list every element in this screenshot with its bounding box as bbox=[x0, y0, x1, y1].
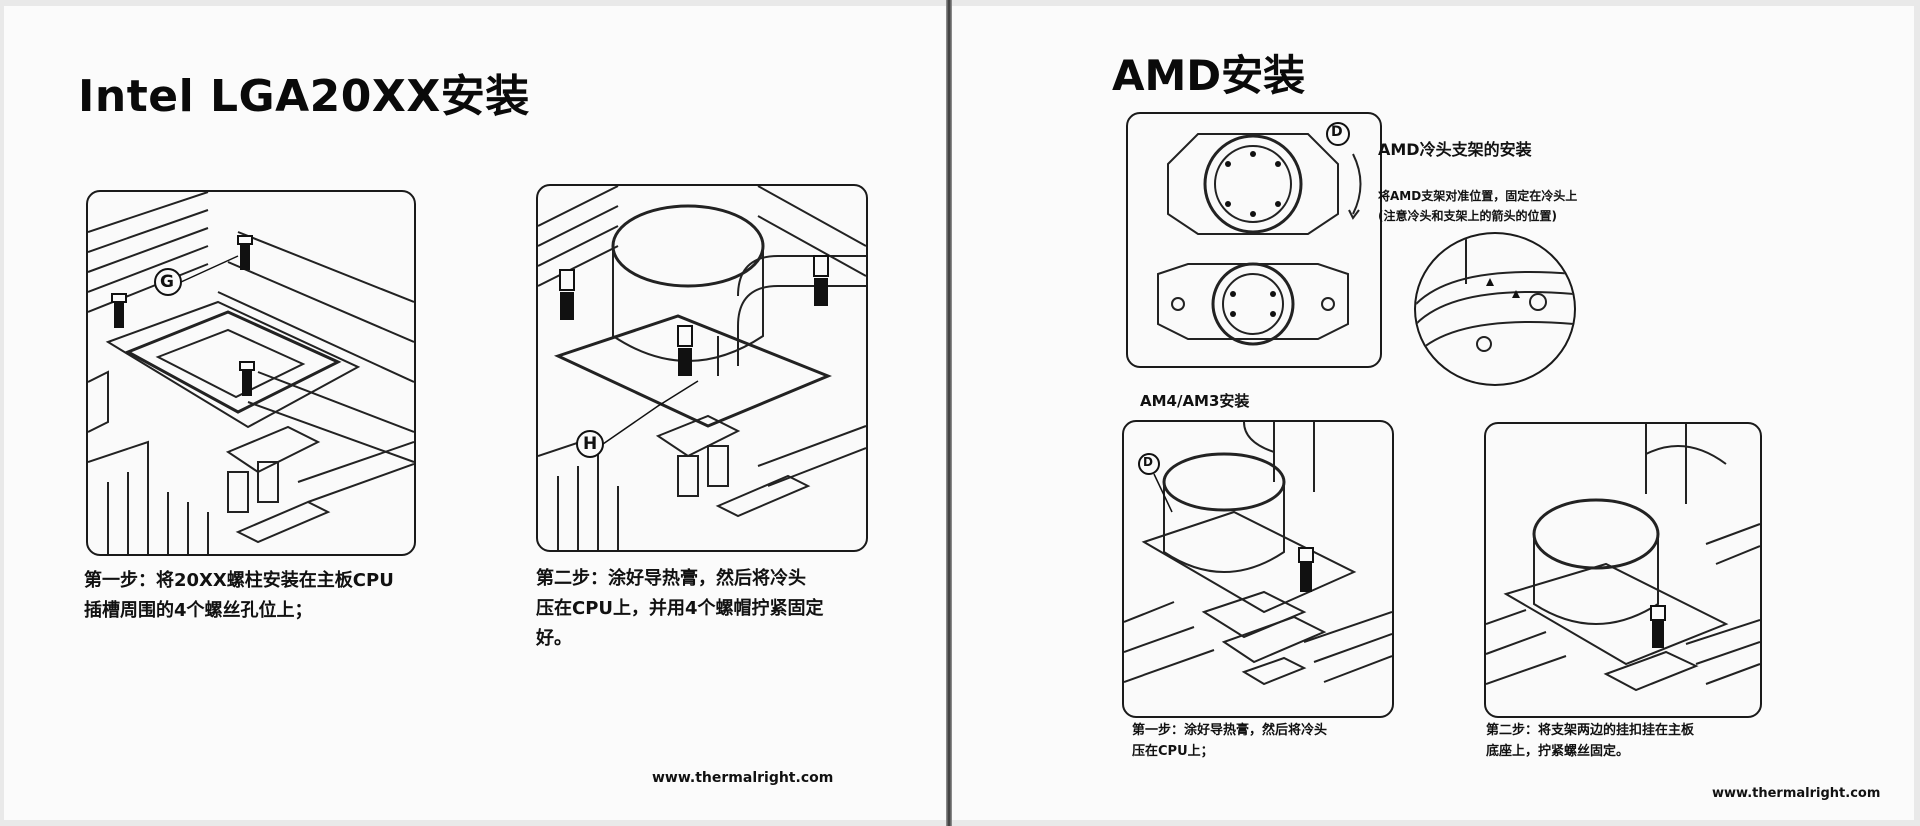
right-page-url: www.thermalright.com bbox=[1712, 786, 1881, 801]
amd-step1-line1: 第一步：涂好导热膏，然后将冷头 bbox=[1132, 723, 1328, 738]
amd-bracket-subtitle: AMD冷头支架的安装 bbox=[1378, 140, 1532, 159]
callout-d-label-step1: D bbox=[1143, 455, 1153, 469]
am4-am3-title: AM4/AM3安装 bbox=[1140, 392, 1250, 410]
right-page bbox=[952, 6, 1914, 820]
amd-step2-caption: 第二步：将支架两边的挂扣挂在主板 底座上，拧紧螺丝固定。 bbox=[1486, 720, 1694, 762]
amd-bracket-note-line2: (注意冷头和支架上的箭头的位置) bbox=[1378, 209, 1557, 223]
amd-step1-illustration: D bbox=[1122, 420, 1394, 718]
amd-bracket-illustration: D bbox=[1126, 112, 1382, 368]
intel-step2-illustration: H bbox=[536, 184, 868, 552]
book-spine bbox=[946, 0, 952, 826]
intel-step2-line2: 压在CPU上，并用4个螺帽拧紧固定 bbox=[536, 598, 824, 619]
amd-section-title: AMD安装 bbox=[1112, 51, 1306, 100]
callout-g-label: G bbox=[160, 272, 174, 292]
amd-step2-line1: 第二步：将支架两边的挂扣挂在主板 bbox=[1486, 723, 1695, 738]
intel-step2-caption: 第二步：涂好导热膏，然后将冷头 压在CPU上，并用4个螺帽拧紧固定 好。 bbox=[536, 564, 824, 654]
amd-step1-line2: 压在CPU上； bbox=[1132, 744, 1214, 759]
cooler-head-mounted-drawing bbox=[538, 186, 866, 550]
am4-cooler-placement-drawing bbox=[1124, 422, 1392, 686]
callout-h-label: H bbox=[583, 434, 598, 454]
amd-step1-caption: 第一步：涂好导热膏，然后将冷头 压在CPU上； bbox=[1132, 720, 1327, 762]
arrow-alignment-detail-drawing bbox=[1416, 234, 1574, 355]
amd-bracket-note: 将AMD支架对准位置，固定在冷头上 (注意冷头和支架上的箭头的位置) bbox=[1378, 186, 1577, 226]
motherboard-standoffs-drawing bbox=[88, 192, 414, 554]
callout-d-label: D bbox=[1331, 124, 1343, 140]
intel-step2-line3: 好。 bbox=[536, 628, 572, 649]
intel-step1-line2: 插槽周围的4个螺丝孔位上； bbox=[84, 600, 313, 621]
intel-step1-line1: 第一步：将20XX螺柱安装在主板CPU bbox=[84, 570, 394, 591]
intel-step1-caption: 第一步：将20XX螺柱安装在主板CPU 插槽周围的4个螺丝孔位上； bbox=[84, 566, 394, 626]
intel-section-title: Intel LGA20XX安装 bbox=[78, 71, 530, 122]
bracket-alignment-drawing bbox=[1157, 122, 1362, 346]
intel-step1-illustration: G bbox=[86, 190, 416, 556]
amd-step2-line2: 底座上，拧紧螺丝固定。 bbox=[1486, 744, 1630, 759]
intel-step2-line1: 第二步：涂好导热膏，然后将冷头 bbox=[536, 568, 806, 589]
am4-clip-fastening-drawing bbox=[1486, 424, 1760, 692]
amd-bracket-note-line1: 将AMD支架对准位置，固定在冷头上 bbox=[1378, 189, 1578, 203]
left-page-url: www.thermalright.com bbox=[652, 770, 834, 786]
arrow-alignment-zoom-inset bbox=[1414, 232, 1576, 386]
amd-step2-illustration bbox=[1484, 422, 1762, 718]
